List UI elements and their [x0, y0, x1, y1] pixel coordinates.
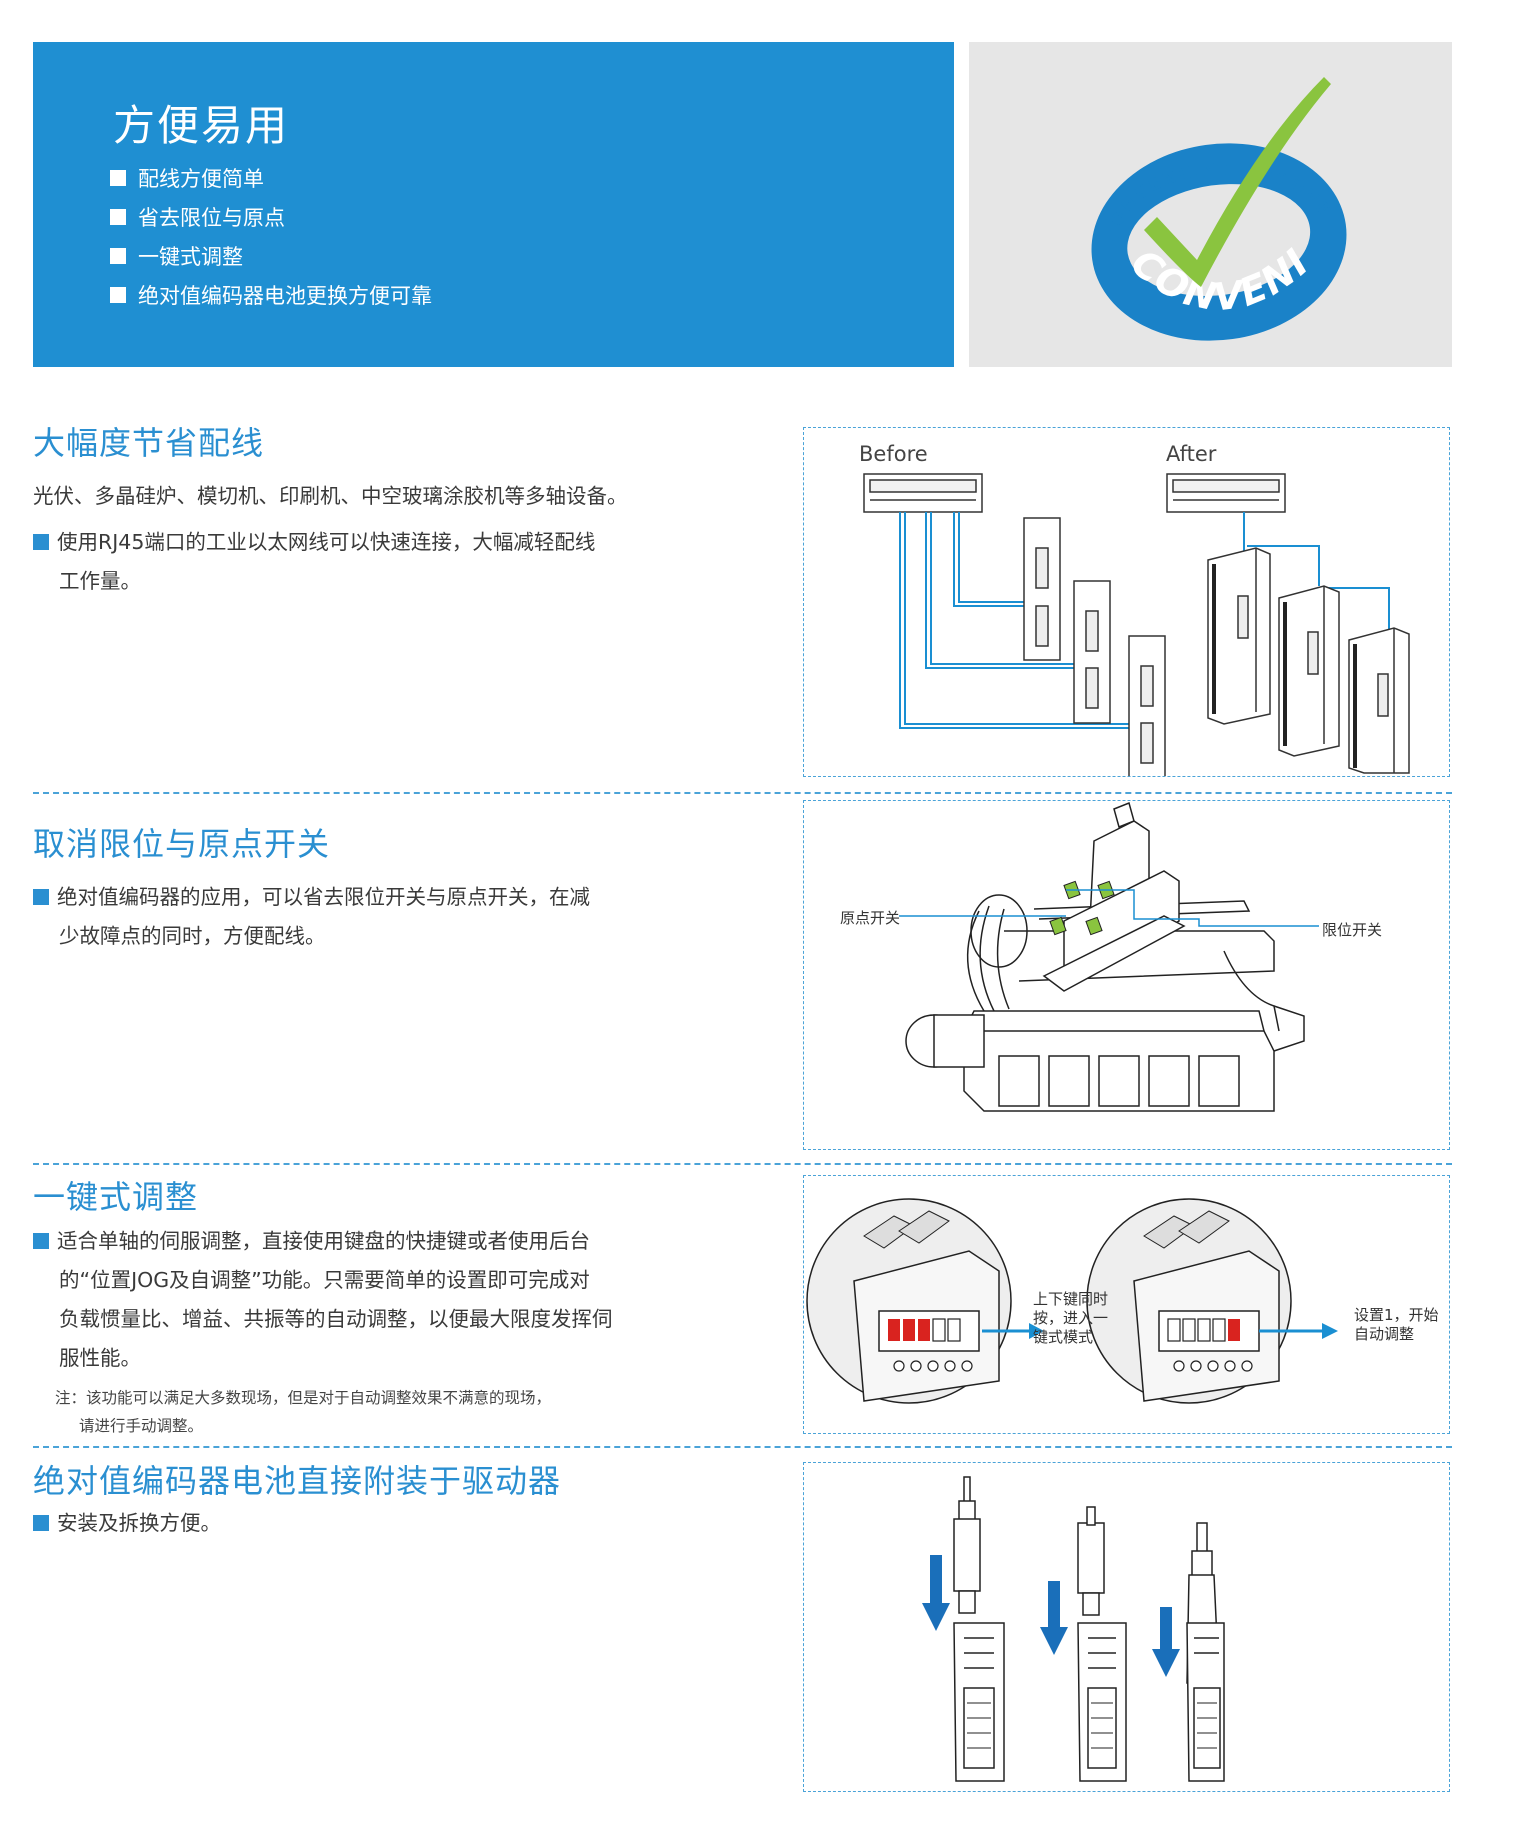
- section-limit-switch-bullet: 绝对值编码器的应用，可以省去限位开关与原点开关，在减 少故障点的同时，方便配线。: [33, 878, 693, 956]
- section-title-wiring: 大幅度节省配线: [33, 424, 265, 462]
- label-home-switch: 原点开关: [840, 909, 901, 927]
- header-bullet-1: 配线方便简单: [110, 163, 264, 193]
- wiring-diagram: [863, 473, 1410, 776]
- tuning-step1-text: 上下键同时 按，进入一 键式模式: [1033, 1290, 1109, 1346]
- square-bullet-icon: [33, 889, 49, 905]
- square-bullet-icon: [110, 170, 126, 186]
- figure-wiring-before-after: Before After: [803, 427, 1450, 777]
- machine-illustration: [899, 801, 1319, 1112]
- tuning-note: 注：该功能可以满足大多数现场，但是对于自动调整效果不满意的现场， 请进行手动调整…: [55, 1389, 552, 1435]
- figure-one-key-tuning: 上下键同时 按，进入一 键式模式 设置1，开始 自动调整: [803, 1175, 1450, 1434]
- section-title-one-key-tuning: 一键式调整: [33, 1178, 199, 1216]
- section-title-encoder-battery: 绝对值编码器电池直接附装于驱动器: [33, 1462, 562, 1500]
- convenient-check-badge-icon: CONVENIENT · CONVENIENT CONVENIENT: [969, 42, 1347, 341]
- square-bullet-icon: [110, 248, 126, 264]
- tuning-step2-text: 设置1，开始 自动调整: [1354, 1306, 1439, 1343]
- section-divider: [33, 1163, 1452, 1165]
- label-limit-switch: 限位开关: [1322, 921, 1383, 939]
- square-bullet-icon: [33, 534, 49, 550]
- header-bullet-4: 绝对值编码器电池更换方便可靠: [110, 280, 432, 310]
- section-title-limit-switch: 取消限位与原点开关: [33, 825, 331, 863]
- before-controller: [863, 473, 983, 513]
- header-bullet-3: 一键式调整: [110, 241, 243, 271]
- section-encoder-battery-bullet: 安装及拆换方便。: [33, 1504, 221, 1543]
- keypad-illustration: [806, 1198, 1338, 1404]
- convenient-badge-panel: CONVENIENT · CONVENIENT CONVENIENT: [969, 42, 1452, 367]
- figure-machine-switches: 原点开关 限位开关: [803, 800, 1450, 1150]
- section-wiring-bullet: 使用RJ45端口的工业以太网线可以快速连接，大幅减轻配线 工作量。: [33, 523, 693, 601]
- header-panel: [33, 42, 954, 367]
- square-bullet-icon: [33, 1233, 49, 1249]
- square-bullet-icon: [110, 209, 126, 225]
- label-after: After: [1166, 442, 1217, 466]
- section-divider: [33, 1446, 1452, 1448]
- header-bullet-2: 省去限位与原点: [110, 202, 285, 232]
- section-wiring-intro: 光伏、多晶硅炉、模切机、印刷机、中空玻璃涂胶机等多轴设备。: [33, 484, 628, 508]
- section-divider: [33, 792, 1452, 794]
- label-before: Before: [859, 442, 928, 466]
- section-one-key-tuning-bullet: 适合单轴的伺服调整，直接使用键盘的快捷键或者使用后台 的“位置JOG及自调整”功…: [33, 1222, 693, 1378]
- square-bullet-icon: [33, 1515, 49, 1531]
- figure-battery-install: [803, 1462, 1450, 1792]
- battery-install-illustration: [922, 1476, 1225, 1782]
- page-title: 方便易用: [113, 101, 290, 150]
- square-bullet-icon: [110, 287, 126, 303]
